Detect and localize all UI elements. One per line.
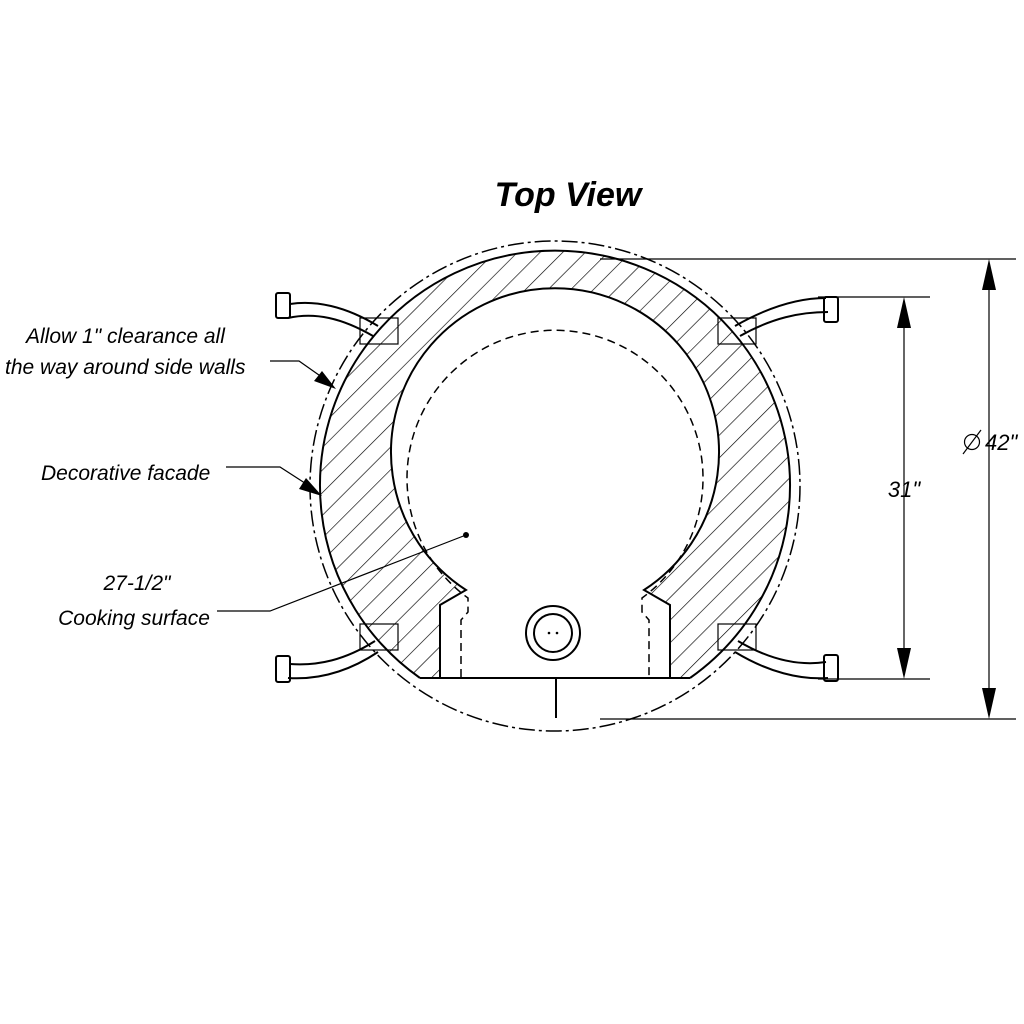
title: Top View <box>495 176 644 214</box>
front-opening <box>420 677 690 718</box>
diameter-symbol-icon <box>962 429 982 455</box>
clearance-note-line2: the way around side walls <box>5 356 246 379</box>
depth-label: 31" <box>888 477 921 502</box>
cooking-surface-label: Cooking surface <box>58 607 210 630</box>
clearance-leader: Allow 1" clearance all the way around si… <box>5 325 336 389</box>
cooking-surface-hidden-edge <box>406 329 704 677</box>
burner-icon <box>525 605 581 661</box>
facade-note: Decorative facade <box>41 462 210 485</box>
facade-leader: Decorative facade <box>41 462 322 496</box>
cooking-surface-size: 27-1/2" <box>103 572 173 595</box>
outer-wall <box>319 249 791 679</box>
cooking-surface-leader: 27-1/2" Cooking surface <box>58 534 467 630</box>
facade-hatch <box>300 230 820 750</box>
diameter-label: 42" <box>985 430 1018 455</box>
clearance-note-line1: Allow 1" clearance all <box>24 325 226 348</box>
cooking-chamber-outline <box>390 287 720 678</box>
diameter-dimension: 42" <box>600 258 1018 720</box>
depth-dimension: 31" <box>818 296 930 680</box>
